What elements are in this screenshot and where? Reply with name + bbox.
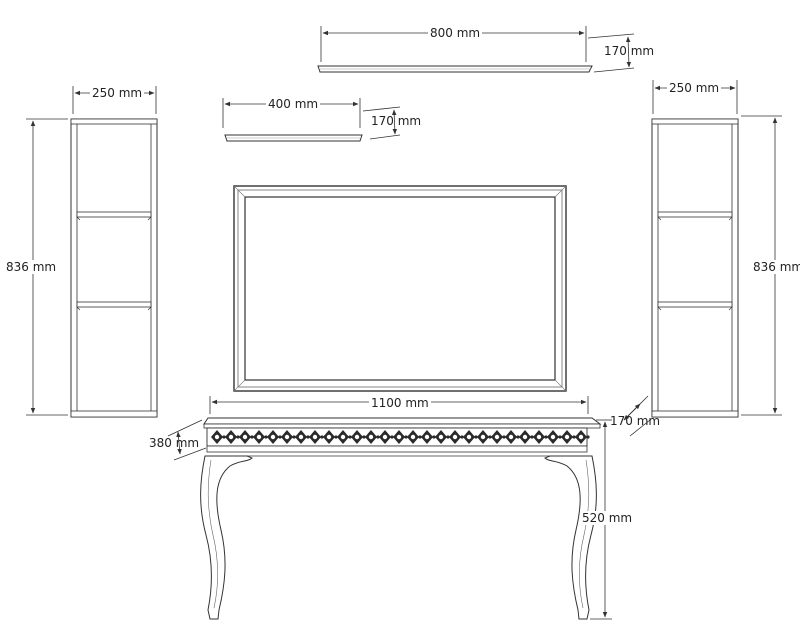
ornament-bead	[250, 435, 254, 439]
left-shelf-unit	[70, 118, 158, 418]
top-shelf-width-label: 800 mm	[428, 26, 483, 40]
ornament-bead	[558, 435, 562, 439]
ornament-bead	[460, 435, 464, 439]
top-shelf-depth-label: 170 mm	[604, 44, 655, 58]
apron-ornament	[211, 430, 590, 444]
ornament-bead	[572, 435, 576, 439]
ornament-dot	[550, 434, 556, 440]
console-table	[200, 417, 602, 620]
ornament-dot	[242, 434, 248, 440]
ornament-dot	[312, 434, 318, 440]
ornament-dot	[298, 434, 304, 440]
ornament-dot	[214, 434, 220, 440]
ornament-dot	[480, 434, 486, 440]
ornament-bead	[502, 435, 506, 439]
ornament-bead	[222, 435, 226, 439]
ornament-bead	[530, 435, 534, 439]
small-shelf-depth-dimension	[362, 106, 401, 140]
ornament-bead	[320, 435, 324, 439]
ornament-dot	[522, 434, 528, 440]
right-unit-height-label: 836 mm	[751, 260, 800, 274]
ornament-bead	[334, 435, 338, 439]
ornament-bead	[488, 435, 492, 439]
console-depth-dimension	[167, 419, 207, 461]
ornament-bead	[278, 435, 282, 439]
right-cabriole-leg	[544, 455, 597, 620]
ornament-dot	[284, 434, 290, 440]
ornament-bead	[292, 435, 296, 439]
ornament-bead	[544, 435, 548, 439]
ornament-dot	[410, 434, 416, 440]
ornament-dot	[340, 434, 346, 440]
console-height-label: 520 mm	[580, 511, 635, 525]
left-unit-height-label: 836 mm	[4, 260, 59, 274]
wall-mirror	[233, 185, 567, 392]
ornament-dot	[270, 434, 276, 440]
ornament-dot	[382, 434, 388, 440]
small-shelf-width-label: 400 mm	[266, 97, 321, 111]
ornament-bead	[264, 435, 268, 439]
ornament-dot	[256, 434, 262, 440]
ornament-bead	[516, 435, 520, 439]
ornament-bead	[404, 435, 408, 439]
ornament-dot	[424, 434, 430, 440]
console-depth-label: 380 mm	[149, 436, 200, 450]
ornament-dot	[396, 434, 402, 440]
ornament-bead	[306, 435, 310, 439]
top-shelf-depth-dimension	[587, 33, 635, 73]
ornament-dot	[452, 434, 458, 440]
ornament-bead	[390, 435, 394, 439]
ornament-dot	[326, 434, 332, 440]
ornament-dot	[578, 434, 584, 440]
console-width-label: 1100 mm	[369, 396, 431, 410]
ornament-bead	[474, 435, 478, 439]
ornament-bead	[348, 435, 352, 439]
ornament-bead	[446, 435, 450, 439]
ornament-dot	[466, 434, 472, 440]
ornament-bead	[362, 435, 366, 439]
ornament-bead	[432, 435, 436, 439]
small-wall-shelf	[224, 134, 363, 142]
small-shelf-depth-label: 170 mm	[371, 114, 422, 128]
ornament-dot	[368, 434, 374, 440]
ornament-bead	[376, 435, 380, 439]
ornament-dot	[494, 434, 500, 440]
left-unit-width-label: 250 mm	[90, 86, 145, 100]
left-cabriole-leg	[200, 455, 253, 620]
right-unit-depth-dimension	[623, 395, 651, 437]
right-unit-width-label: 250 mm	[667, 81, 722, 95]
right-shelf-unit	[651, 118, 739, 418]
right-unit-depth-label: 170 mm	[610, 414, 661, 428]
ornament-dot	[228, 434, 234, 440]
ornament-dot	[536, 434, 542, 440]
ornament-bead	[418, 435, 422, 439]
ornament-bead	[586, 435, 590, 439]
ornament-dot	[508, 434, 514, 440]
ornament-dot	[438, 434, 444, 440]
ornament-dot	[354, 434, 360, 440]
ornament-dot	[564, 434, 570, 440]
top-wall-shelf	[317, 65, 593, 73]
ornament-bead	[236, 435, 240, 439]
